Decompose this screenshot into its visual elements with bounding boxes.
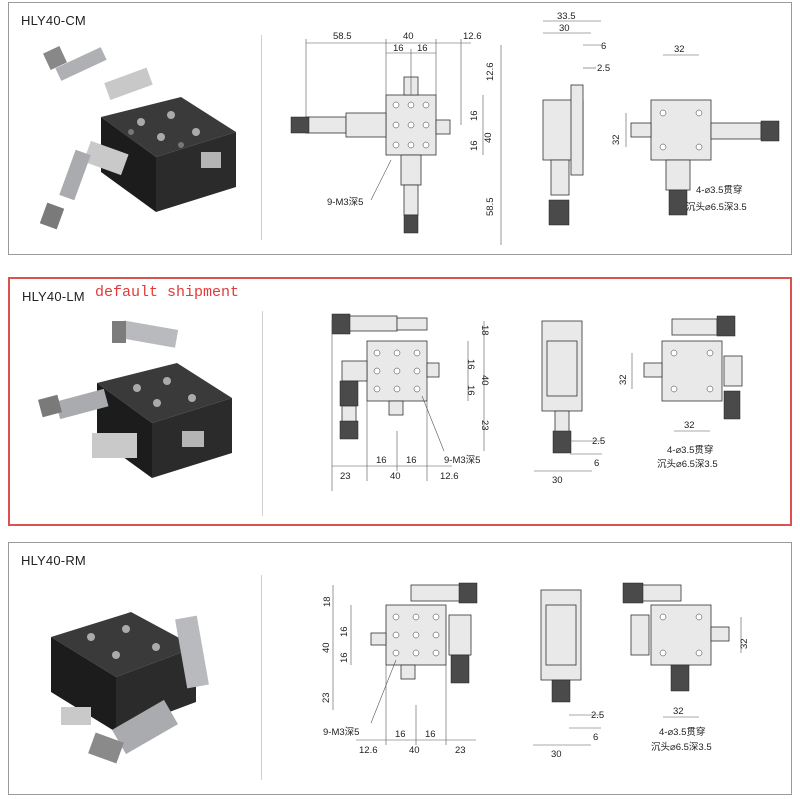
divider: [261, 575, 262, 780]
dim-label: 2.5: [592, 436, 605, 447]
dim-label: 16: [469, 110, 480, 121]
dim-label: 32: [618, 374, 629, 385]
dim-label: 23: [455, 745, 466, 756]
dim-label: 9-M3深5: [323, 727, 359, 738]
divider: [261, 35, 262, 240]
dimension-drawing: 18 40 16 16 23 12.6 16 16 40 23 9-M3深5 3…: [321, 582, 750, 760]
dim-label: 沉头⌀6.5深3.5: [657, 458, 718, 470]
dim-label: 32: [739, 638, 750, 649]
product-panel-lm: HLY40-LM default shipment: [8, 277, 792, 526]
dim-label: 2.5: [597, 63, 610, 74]
dim-label: 40: [403, 31, 414, 42]
dim-label: 4-⌀3.5贯穿: [667, 444, 713, 456]
dim-label: 23: [340, 471, 351, 482]
dim-label: 16: [465, 359, 476, 370]
dim-label: 6: [593, 732, 598, 743]
product-photo: [39, 46, 236, 230]
dim-label: 12.6: [359, 745, 378, 756]
dim-label: 沉头⌀6.5深3.5: [686, 201, 747, 213]
dim-label: 58.5: [485, 198, 496, 217]
product-photo: [38, 320, 232, 478]
dim-label: 16: [425, 729, 436, 740]
dim-label: 40: [390, 471, 401, 482]
dim-label: 23: [321, 692, 332, 703]
dim-label: 18: [479, 325, 490, 336]
dim-label: 16: [395, 729, 406, 740]
dim-label: 16: [339, 652, 350, 663]
dim-label: 4-⌀3.5贯穿: [696, 184, 742, 196]
dim-label: 32: [611, 134, 622, 145]
dim-label: 16: [376, 455, 387, 466]
dim-label: 16: [417, 43, 428, 54]
dim-label: 30: [559, 23, 570, 34]
dim-label: 16: [393, 43, 404, 54]
product-photo: [51, 612, 209, 764]
model-label: HLY40-RM: [21, 553, 86, 568]
dim-label: 30: [551, 749, 562, 760]
dim-label: 沉头⌀6.5深3.5: [651, 741, 712, 753]
dimension-drawing: 58.5 40 16 16 12.6 12.6 16 40 58.5 16 9-…: [290, 11, 780, 245]
dim-label: 6: [594, 458, 599, 469]
dim-label: 9-M3深5: [327, 197, 363, 208]
dim-label: 32: [684, 420, 695, 431]
dim-label: 40: [321, 642, 332, 653]
dim-label: 32: [674, 44, 685, 55]
dim-label: 16: [469, 140, 480, 151]
dim-label: 58.5: [333, 31, 352, 42]
dim-label: 40: [409, 745, 420, 756]
dim-label: 18: [322, 596, 333, 607]
dim-label: 9-M3深5: [444, 455, 480, 466]
dim-label: 16: [465, 385, 476, 396]
dim-label: 40: [483, 132, 494, 143]
dim-label: 32: [673, 706, 684, 717]
dim-label: 30: [552, 475, 563, 486]
dim-label: 33.5: [557, 11, 576, 22]
dim-label: 6: [601, 41, 606, 52]
model-label: HLY40-CM: [21, 13, 86, 28]
dim-label: 12.6: [440, 471, 459, 482]
product-panel-rm: HLY40-RM 18 40 16 16 23: [8, 542, 792, 795]
dim-label: 40: [479, 375, 490, 386]
dimension-drawing: 18 16 40 16 23 23 16 16 40 12.6 9-M3深5 3…: [331, 313, 743, 491]
dim-label: 2.5: [591, 710, 604, 721]
dim-label: 16: [406, 455, 417, 466]
dim-label: 16: [339, 626, 350, 637]
dim-label: 4-⌀3.5贯穿: [659, 726, 705, 738]
product-panel-cm: HLY40-CM: [8, 2, 792, 255]
default-shipment-note: default shipment: [95, 284, 240, 301]
dim-label: 12.6: [485, 63, 496, 82]
dim-label: 23: [479, 420, 490, 431]
dim-label: 12.6: [463, 31, 482, 42]
model-label: HLY40-LM: [22, 289, 85, 304]
divider: [262, 311, 263, 516]
